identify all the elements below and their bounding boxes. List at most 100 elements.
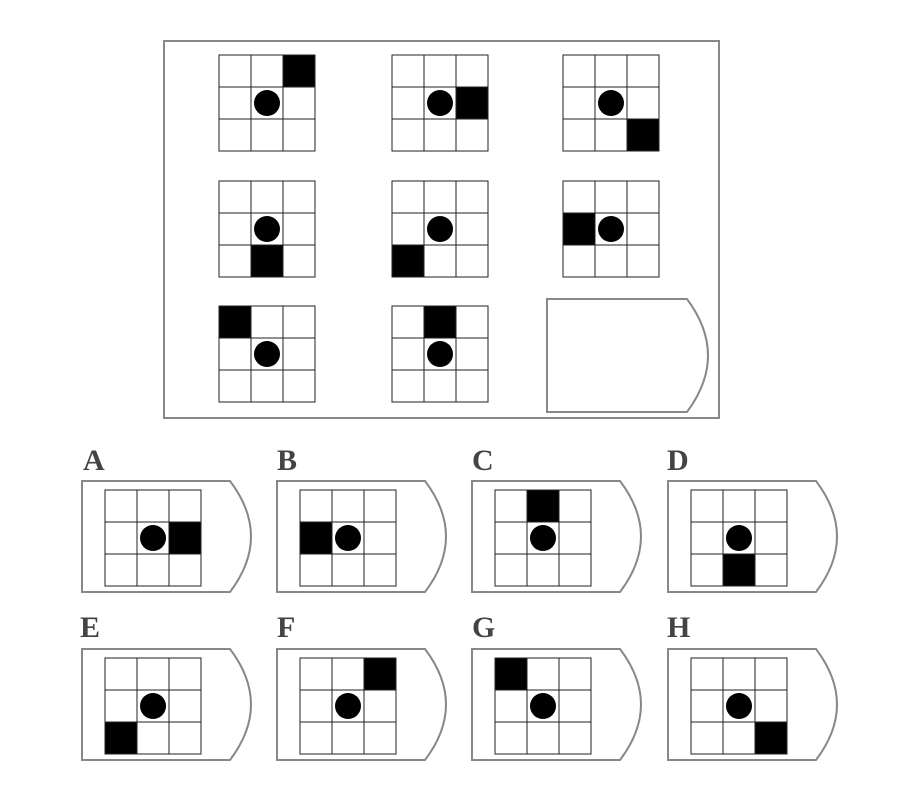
grid-cell <box>391 118 425 152</box>
grid-cell <box>562 118 596 152</box>
grid-cell <box>282 369 316 403</box>
grid-cell <box>168 689 202 723</box>
option-b-card[interactable] <box>276 480 447 593</box>
option-c-label: C <box>472 444 494 477</box>
grid-cell <box>104 553 138 587</box>
dot-marker <box>427 90 453 116</box>
matrix-cell-1-2 <box>391 54 489 152</box>
missing-answer-slot <box>546 298 709 413</box>
option-h-grid <box>690 657 788 755</box>
option-d-grid <box>690 489 788 587</box>
grid-cell <box>690 721 724 755</box>
grid-cell <box>136 553 170 587</box>
grid-cell <box>558 489 592 523</box>
grid-cell <box>594 244 628 278</box>
grid-cell <box>391 212 425 246</box>
answer-options <box>81 480 838 761</box>
filled-cell <box>282 54 316 88</box>
grid-cell <box>218 212 252 246</box>
grid-cell <box>690 489 724 523</box>
grid-cell <box>562 180 596 214</box>
filled-cell <box>391 244 425 278</box>
filled-cell <box>218 305 252 339</box>
grid-cell <box>331 721 365 755</box>
grid-cell <box>455 180 489 214</box>
grid-cell <box>104 689 138 723</box>
filled-cell <box>455 86 489 120</box>
dot-marker <box>530 525 556 551</box>
dot-marker <box>726 525 752 551</box>
matrix-cell-2-1 <box>218 180 316 278</box>
grid-cell <box>282 337 316 371</box>
option-g-card[interactable] <box>471 648 642 761</box>
option-h-card[interactable] <box>667 648 838 761</box>
grid-cell <box>423 118 457 152</box>
matrix-cell-1-1 <box>218 54 316 152</box>
grid-cell <box>391 54 425 88</box>
grid-cell <box>250 305 284 339</box>
option-e-label: E <box>80 611 101 644</box>
grid-cell <box>562 54 596 88</box>
filled-cell <box>250 244 284 278</box>
dot-marker <box>335 525 361 551</box>
grid-cell <box>218 86 252 120</box>
grid-cell <box>299 553 333 587</box>
grid-cell <box>423 369 457 403</box>
grid-cell <box>423 180 457 214</box>
dot-marker <box>335 693 361 719</box>
grid-cell <box>104 489 138 523</box>
grid-cell <box>526 553 560 587</box>
grid-cell <box>690 657 724 691</box>
grid-cell <box>626 212 660 246</box>
grid-cell <box>299 689 333 723</box>
grid-cell <box>562 86 596 120</box>
grid-cell <box>282 212 316 246</box>
grid-cell <box>250 180 284 214</box>
option-b-grid <box>299 489 397 587</box>
option-e-card[interactable] <box>81 648 252 761</box>
matrix-frame <box>163 40 720 419</box>
option-b-label: B <box>277 444 298 477</box>
grid-cell <box>722 721 756 755</box>
grid-cell <box>626 54 660 88</box>
grid-cell <box>494 553 528 587</box>
grid-cell <box>494 689 528 723</box>
option-g-label: G <box>472 611 496 644</box>
dot-marker <box>254 216 280 242</box>
option-c-card[interactable] <box>471 480 642 593</box>
grid-cell <box>282 305 316 339</box>
grid-cell <box>218 54 252 88</box>
filled-cell <box>722 553 756 587</box>
grid-cell <box>455 305 489 339</box>
grid-cell <box>168 553 202 587</box>
option-e-grid <box>104 657 202 755</box>
grid-cell <box>250 54 284 88</box>
dot-marker <box>254 90 280 116</box>
option-g-grid <box>494 657 592 755</box>
option-f-card[interactable] <box>276 648 447 761</box>
grid-cell <box>282 118 316 152</box>
grid-cell <box>218 337 252 371</box>
grid-cell <box>690 689 724 723</box>
grid-cell <box>558 521 592 555</box>
dot-marker <box>254 341 280 367</box>
grid-cell <box>626 180 660 214</box>
grid-cell <box>218 180 252 214</box>
grid-cell <box>558 721 592 755</box>
grid-cell <box>331 657 365 691</box>
grid-cell <box>558 657 592 691</box>
grid-cell <box>558 689 592 723</box>
option-a-card[interactable] <box>81 480 252 593</box>
option-d-card[interactable] <box>667 480 838 593</box>
grid-cell <box>594 118 628 152</box>
filled-cell <box>526 489 560 523</box>
grid-cell <box>104 521 138 555</box>
dot-marker <box>530 693 556 719</box>
matrix-cell-3-1 <box>218 305 316 403</box>
grid-cell <box>455 118 489 152</box>
dot-marker <box>598 216 624 242</box>
grid-cell <box>391 86 425 120</box>
grid-cell <box>218 369 252 403</box>
grid-cell <box>754 657 788 691</box>
